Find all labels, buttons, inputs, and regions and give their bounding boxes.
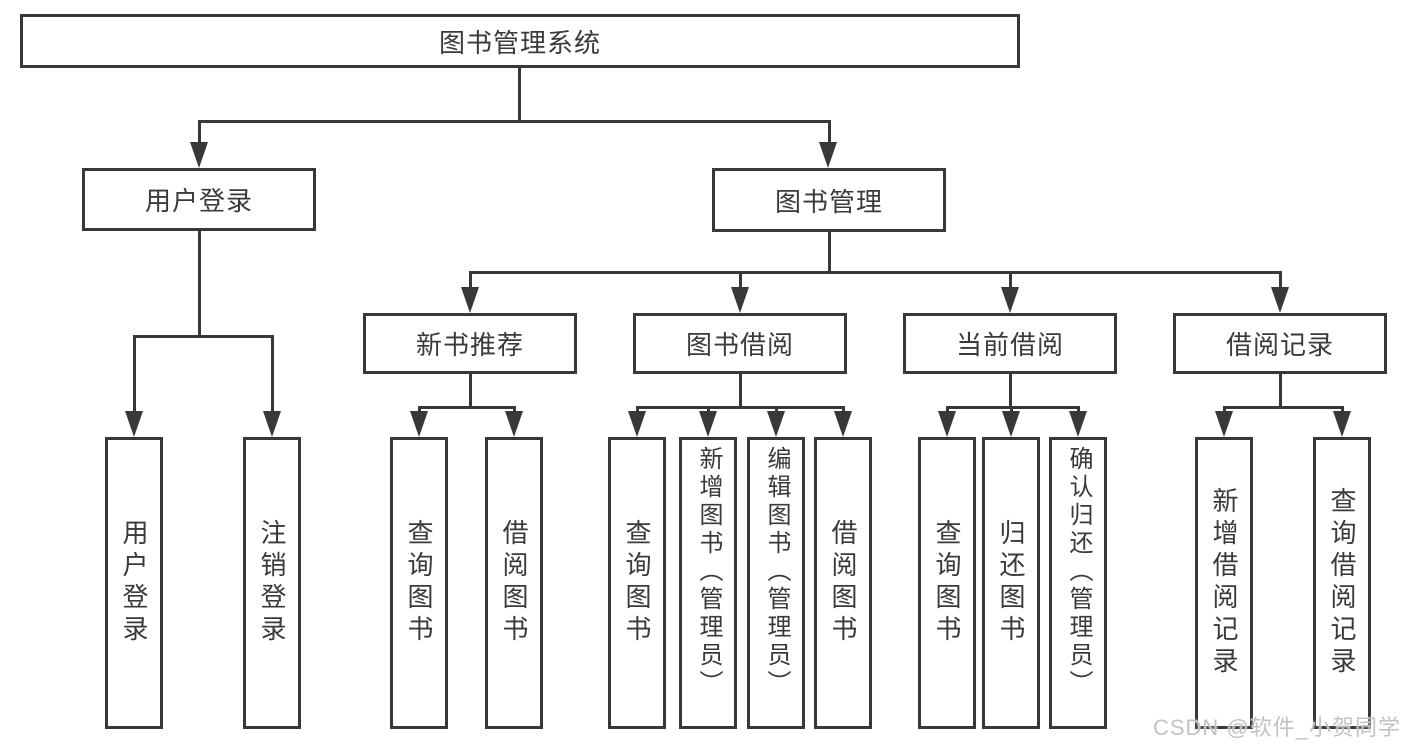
connector-line — [1009, 271, 1012, 299]
leaf-edit-book-admin-label: 编辑图书（管理员） — [763, 446, 790, 698]
arrow-down-icon — [819, 142, 837, 168]
leaf-confirm-return-admin: 确认归还（管理员） — [1049, 437, 1107, 729]
connector-line — [198, 120, 831, 123]
node-root: 图书管理系统 — [20, 14, 1020, 68]
arrow-down-icon — [731, 287, 749, 313]
node-root-label: 图书管理系统 — [438, 27, 601, 58]
leaf-query-borrow-record: 查询借阅记录 — [1313, 437, 1371, 729]
leaf-query-books-current: 查询图书 — [918, 437, 976, 729]
leaf-borrow-books: 借阅图书 — [814, 437, 872, 729]
connector-line — [636, 406, 845, 409]
arrow-down-icon — [834, 411, 852, 437]
leaf-edit-book-admin: 编辑图书（管理员） — [747, 437, 805, 729]
connector-line — [946, 406, 1080, 409]
arrow-down-icon — [505, 411, 523, 437]
leaf-add-book-admin: 新增图书（管理员） — [679, 437, 737, 729]
node-current-borrow: 当前借阅 — [903, 313, 1117, 374]
leaf-query-books-recommend-label: 查询图书 — [404, 519, 434, 647]
connector-line — [418, 406, 516, 409]
node-borrow-records-label: 借阅记录 — [1225, 330, 1334, 360]
leaf-query-books-current-label: 查询图书 — [932, 519, 962, 647]
connector-line — [469, 271, 472, 299]
connector-line — [828, 120, 831, 154]
leaf-borrow-books-recommend-label: 借阅图书 — [499, 519, 529, 647]
connector-line — [1279, 271, 1282, 299]
node-new-book-recommend: 新书推荐 — [363, 313, 577, 374]
node-book-management-label: 图书管理 — [774, 186, 883, 217]
leaf-add-borrow-record-label: 新增借阅记录 — [1209, 487, 1239, 679]
arrow-down-icon — [628, 411, 646, 437]
leaf-user-login: 用户登录 — [105, 437, 163, 729]
leaf-add-borrow-record: 新增借阅记录 — [1195, 437, 1253, 729]
node-book-borrow: 图书借阅 — [633, 313, 847, 374]
node-current-borrow-label: 当前借阅 — [955, 330, 1064, 360]
leaf-borrow-books-label: 借阅图书 — [828, 519, 858, 647]
leaf-query-borrow-record-label: 查询借阅记录 — [1327, 487, 1357, 679]
arrow-down-icon — [1069, 411, 1087, 437]
connector-line — [133, 335, 274, 338]
connector-line — [1279, 374, 1282, 406]
connector-line — [1009, 374, 1012, 406]
leaf-return-book-label: 归还图书 — [996, 519, 1026, 647]
connector-line — [828, 231, 831, 271]
connector-line — [198, 120, 201, 154]
arrow-down-icon — [410, 411, 428, 437]
connector-line — [518, 68, 521, 120]
leaf-user-login-label: 用户登录 — [119, 519, 149, 647]
arrow-down-icon — [125, 411, 143, 437]
node-user-login-label: 用户登录 — [144, 186, 253, 216]
leaf-add-book-admin-label: 新增图书（管理员） — [695, 446, 722, 698]
leaf-query-books-borrow-label: 查询图书 — [622, 519, 652, 647]
arrow-down-icon — [263, 411, 281, 437]
leaf-logout-label: 注销登录 — [257, 519, 287, 647]
node-book-management: 图书管理 — [712, 168, 946, 232]
arrow-down-icon — [1333, 411, 1351, 437]
leaf-borrow-books-recommend: 借阅图书 — [485, 437, 543, 729]
arrow-down-icon — [1001, 287, 1019, 313]
connector-line — [469, 271, 1282, 274]
connector-line — [739, 374, 742, 406]
csdn-watermark: CSDN @软件_小贺同学 — [1152, 715, 1401, 740]
connector-line — [469, 374, 472, 406]
leaf-return-book: 归还图书 — [982, 437, 1040, 729]
arrow-down-icon — [1215, 411, 1233, 437]
connector-line — [739, 271, 742, 299]
arrow-down-icon — [1002, 411, 1020, 437]
node-borrow-records: 借阅记录 — [1173, 313, 1387, 374]
connector-line — [133, 335, 136, 423]
arrow-down-icon — [190, 142, 208, 168]
connector-line — [271, 335, 274, 423]
leaf-query-books-recommend: 查询图书 — [390, 437, 448, 729]
arrow-down-icon — [461, 287, 479, 313]
leaf-confirm-return-admin-label: 确认归还（管理员） — [1065, 446, 1092, 698]
arrow-down-icon — [1271, 287, 1289, 313]
connector-line — [198, 231, 201, 335]
leaf-query-books-borrow: 查询图书 — [608, 437, 666, 729]
node-book-borrow-label: 图书借阅 — [685, 330, 794, 360]
arrow-down-icon — [767, 411, 785, 437]
node-new-book-recommend-label: 新书推荐 — [415, 330, 524, 360]
connector-line — [1223, 406, 1344, 409]
leaf-logout: 注销登录 — [243, 437, 301, 729]
arrow-down-icon — [699, 411, 717, 437]
node-user-login: 用户登录 — [82, 168, 316, 231]
arrow-down-icon — [938, 411, 956, 437]
